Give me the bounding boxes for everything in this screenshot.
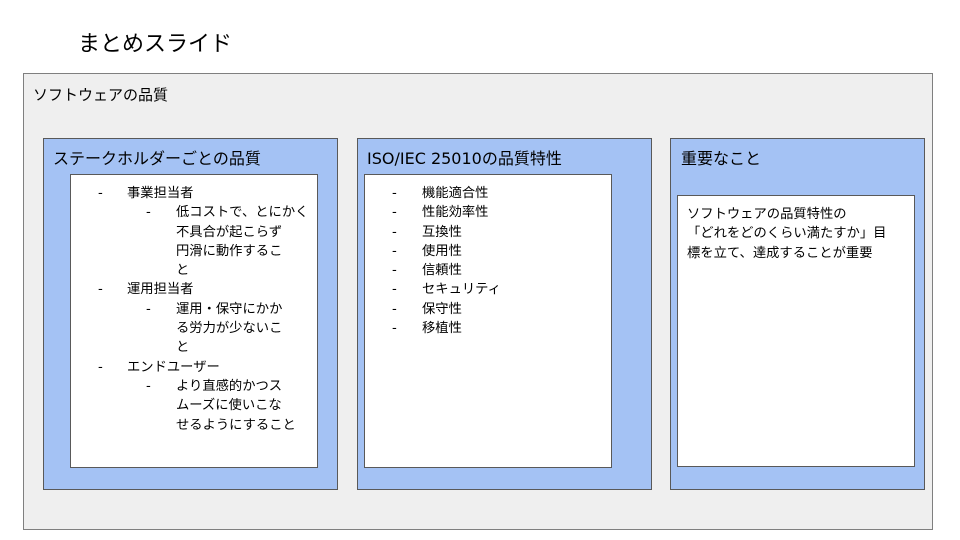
stakeholder-name: 運用担当者 xyxy=(127,282,194,298)
iso-characteristic-item: - 性能効率性 xyxy=(392,203,607,222)
iso-characteristic-item: - 移植性 xyxy=(392,319,607,338)
iso-characteristic: 使用性 xyxy=(422,243,462,259)
iso-quality-list: - 機能適合性 - 性能効率性 - 互換性 - 使用性 - 信頼性 - セキュリ… xyxy=(364,174,612,468)
bullet-dash: - xyxy=(98,359,103,375)
important-point-line: 「どれをどのくらい満たすか」目 xyxy=(687,226,887,242)
iso-characteristic: 性能効率性 xyxy=(422,205,489,221)
bullet-dash: - xyxy=(392,205,397,221)
important-point-title: 重要なこと xyxy=(681,149,762,168)
iso-characteristic-item: - 信頼性 xyxy=(392,261,607,280)
sub-bullet-dash: - xyxy=(146,301,151,317)
important-point-line: 標を立て、達成することが重要 xyxy=(687,245,873,261)
stakeholder-name: 事業担当者 xyxy=(127,186,194,201)
sub-bullet-dash: - xyxy=(146,378,151,394)
iso-characteristic: 互換性 xyxy=(422,224,462,240)
sub-bullet-dash: - xyxy=(146,205,151,221)
stakeholder-need-line: と xyxy=(176,340,190,356)
stakeholder-quality-title: ステークホルダーごとの品質 xyxy=(53,149,261,168)
stakeholder-need-line: 不具合が起こらず xyxy=(176,224,283,240)
iso-characteristic-item: - 使用性 xyxy=(392,242,607,261)
stakeholder-need-line: 円滑に動作するこ xyxy=(176,243,283,259)
bullet-dash: - xyxy=(392,282,397,298)
stakeholder-item: - 事業担当者 - 低コストで、とにかく 不具合が起こらず 円滑に動作するこ と… xyxy=(98,184,313,435)
bullet-dash: - xyxy=(392,301,397,317)
bullet-dash: - xyxy=(392,243,397,259)
bullet-dash: - xyxy=(392,263,397,279)
important-point-line: ソフトウェアの品質特性の xyxy=(687,207,847,222)
iso-characteristic: 移植性 xyxy=(422,321,462,337)
bullet-dash: - xyxy=(98,282,103,298)
slide-title: まとめスライド xyxy=(78,32,233,57)
bullet-dash: - xyxy=(392,224,397,240)
stakeholder-need-line: ムーズに使いこな xyxy=(176,398,282,414)
important-point-box: ソフトウェアの品質特性の 「どれをどのくらい満たすか」目 標を立て、達成すること… xyxy=(677,195,915,467)
iso-characteristic: 保守性 xyxy=(422,301,462,317)
stakeholder-need-line: 運用・保守にかか xyxy=(176,301,283,317)
stakeholder-need-line: せるようにすること xyxy=(176,417,296,433)
iso-quality-title: ISO/IEC 25010の品質特性 xyxy=(367,149,562,168)
stakeholder-need-line: より直感的かつス xyxy=(176,378,283,394)
bullet-dash: - xyxy=(392,321,397,337)
iso-characteristic-item: - 互換性 xyxy=(392,223,607,242)
iso-characteristic-item: - 機能適合性 xyxy=(392,184,607,203)
bullet-dash: - xyxy=(98,186,103,201)
iso-characteristic: 機能適合性 xyxy=(422,186,489,201)
stakeholder-name: エンドユーザー xyxy=(127,359,220,375)
iso-characteristic: 信頼性 xyxy=(422,263,462,279)
iso-characteristic: セキュリティ xyxy=(422,282,501,298)
iso-characteristic-item: - セキュリティ xyxy=(392,280,607,299)
bullet-dash: - xyxy=(392,186,397,201)
software-quality-label: ソフトウェアの品質 xyxy=(33,86,169,104)
stakeholder-need-line: と xyxy=(176,263,190,279)
stakeholder-need-line: 低コストで、とにかく xyxy=(176,205,309,221)
stakeholder-quality-list: - 事業担当者 - 低コストで、とにかく 不具合が起こらず 円滑に動作するこ と… xyxy=(70,174,318,468)
stakeholder-need-line: る労力が少ないこ xyxy=(176,321,283,337)
iso-characteristic-item: - 保守性 xyxy=(392,300,607,319)
